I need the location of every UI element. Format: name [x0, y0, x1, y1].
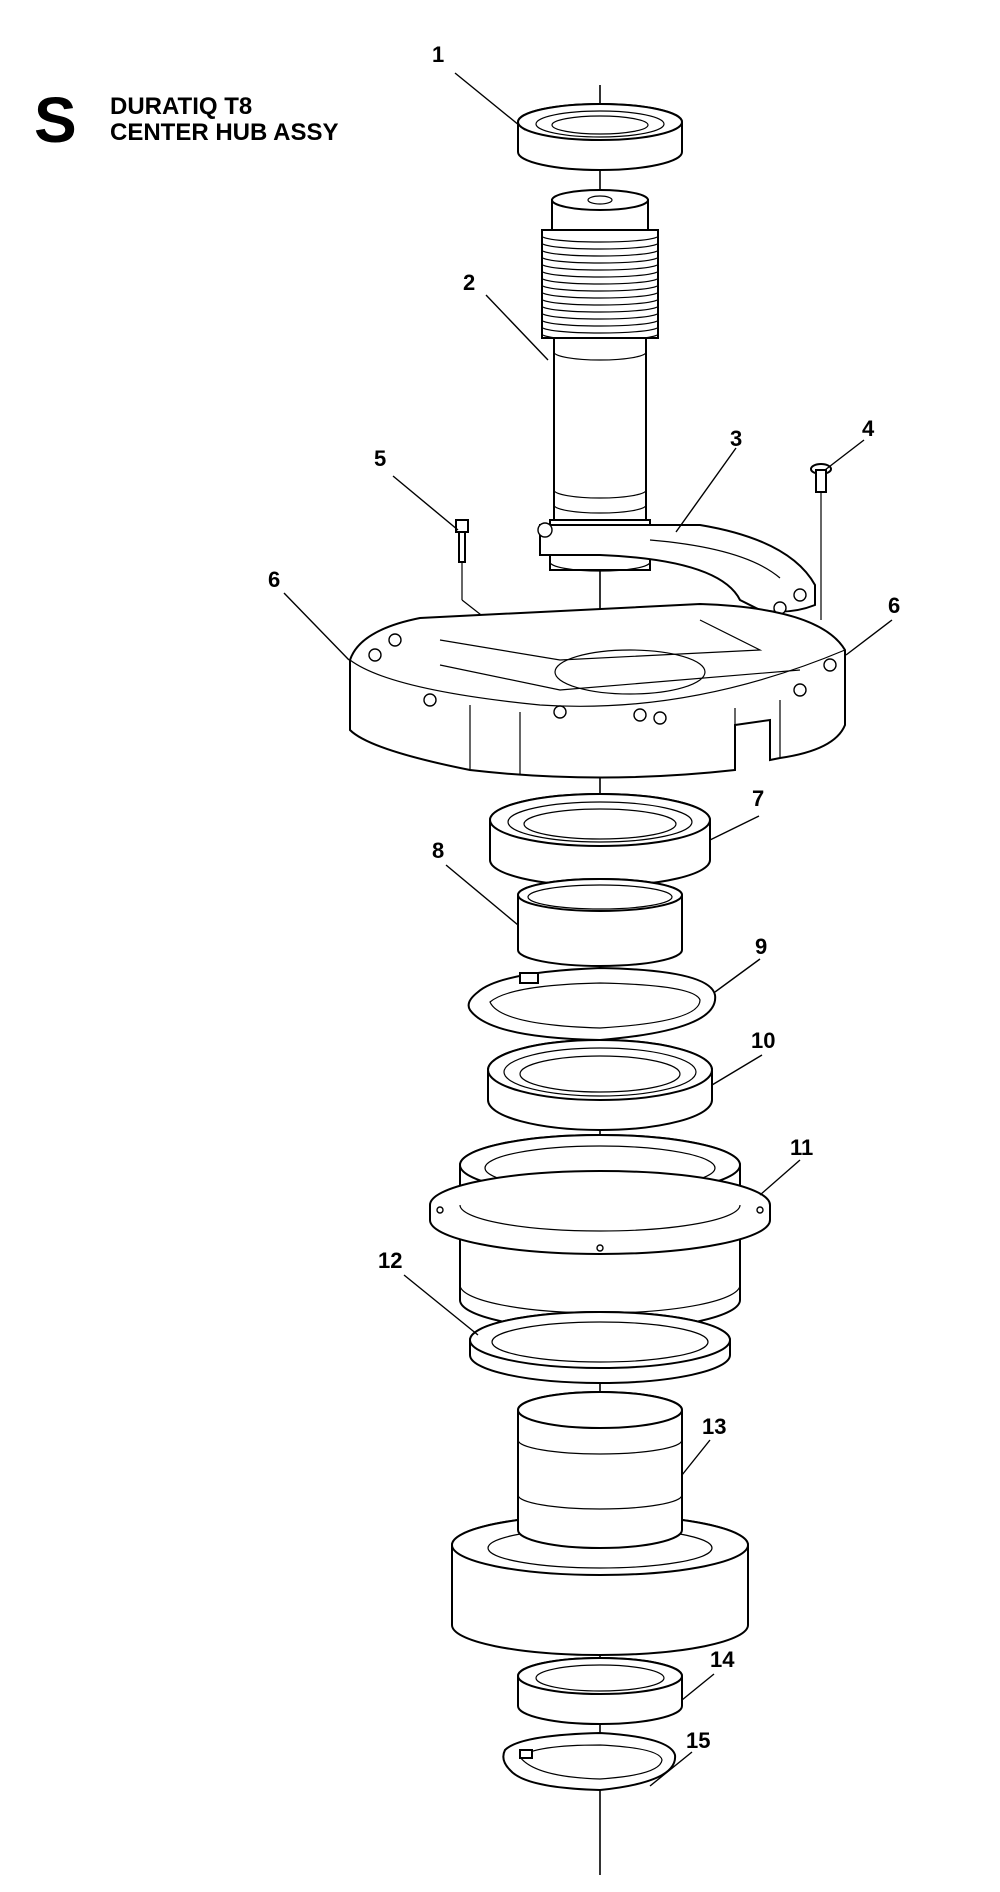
part-2-shaft [541, 189, 659, 572]
callout-6-right: 6 [888, 593, 900, 618]
part-3-plate [537, 522, 816, 615]
callout-11: 11 [790, 1135, 813, 1160]
part-15-circlip [502, 1731, 677, 1792]
callout-4: 4 [862, 416, 875, 441]
part-7-bearing [489, 793, 711, 887]
callout-3: 3 [730, 426, 742, 451]
part-14-bearing [517, 1657, 683, 1725]
callout-15: 15 [686, 1728, 710, 1753]
callout-1: 1 [432, 42, 444, 67]
part-11-flanged-housing [429, 1134, 771, 1331]
callout-7: 7 [752, 786, 764, 811]
callout-6-left: 6 [268, 567, 280, 592]
part-8-sleeve [517, 878, 683, 967]
callout-12: 12 [378, 1248, 402, 1273]
callout-8: 8 [432, 838, 444, 863]
part-6-housing [349, 602, 846, 779]
part-13-hub [451, 1391, 749, 1656]
callout-9: 9 [755, 934, 767, 959]
callout-5: 5 [374, 446, 386, 471]
part-1-bearing [517, 103, 683, 171]
title-assembly: CENTER HUB ASSY [110, 119, 339, 146]
callout-14: 14 [710, 1647, 735, 1672]
callout-13: 13 [702, 1414, 726, 1439]
part-12-ring [469, 1311, 731, 1384]
callout-10: 10 [751, 1028, 775, 1053]
part-10-bearing [487, 1039, 713, 1131]
title-model: DURATIQ T8 [110, 93, 253, 120]
part-9-circlip [467, 966, 717, 1042]
part-4-screw [810, 463, 832, 620]
section-letter: S [34, 84, 77, 156]
callout-2: 2 [463, 270, 475, 295]
leader-lines [283, 72, 893, 1787]
